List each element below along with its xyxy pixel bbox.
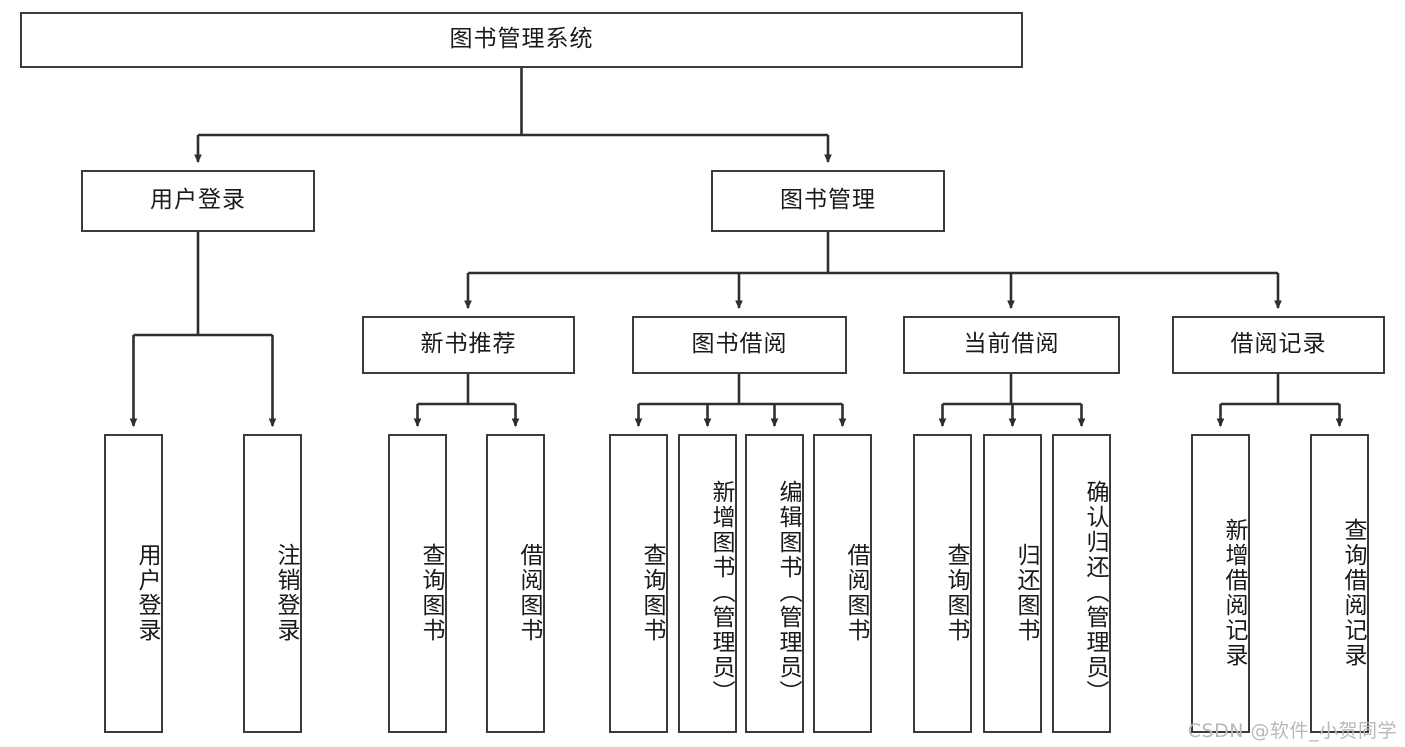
node-leaf-confirm-return-admin-label: 确认归还（管理员） [1082,480,1108,705]
node-leaf-logout-login[interactable]: 注销登录 [243,434,302,733]
node-root-label: 图书管理系统 [449,26,594,53]
node-leaf-query-borrow-record-label: 查询借阅记录 [1340,517,1366,668]
node-current-borrow-label: 当前借阅 [963,331,1060,358]
node-leaf-return-book[interactable]: 归还图书 [983,434,1042,733]
node-leaf-query-book-rec[interactable]: 查询图书 [388,434,447,733]
node-leaf-borrow-book-rec[interactable]: 借阅图书 [486,434,545,733]
node-leaf-borrow-book-borrow[interactable]: 借阅图书 [813,434,872,733]
node-book-management-label: 图书管理 [780,187,876,214]
node-leaf-query-book-current-label: 查询图书 [943,542,969,643]
node-leaf-query-book-borrow-label: 查询图书 [639,542,665,643]
node-leaf-edit-book-admin[interactable]: 编辑图书（管理员） [745,434,804,733]
node-book-borrow-label: 图书借阅 [691,331,788,358]
node-borrow-record-label: 借阅记录 [1230,331,1327,358]
node-leaf-add-borrow-record[interactable]: 新增借阅记录 [1191,434,1250,733]
node-leaf-borrow-book-borrow-label: 借阅图书 [843,542,869,643]
node-borrow-record[interactable]: 借阅记录 [1172,316,1385,374]
node-leaf-query-borrow-record[interactable]: 查询借阅记录 [1310,434,1369,733]
node-new-book-recommend[interactable]: 新书推荐 [362,316,575,374]
node-leaf-add-book-admin[interactable]: 新增图书（管理员） [678,434,737,733]
node-leaf-add-borrow-record-label: 新增借阅记录 [1221,517,1247,668]
node-new-book-recommend-label: 新书推荐 [420,331,517,358]
node-root[interactable]: 图书管理系统 [20,12,1023,68]
node-leaf-query-book-borrow[interactable]: 查询图书 [609,434,668,733]
node-leaf-query-book-rec-label: 查询图书 [418,542,444,643]
node-leaf-return-book-label: 归还图书 [1013,542,1039,643]
node-leaf-user-login-label: 用户登录 [134,542,160,643]
csdn-watermark: CSDN @软件_小贺同学 [1187,720,1397,742]
node-user-login-label: 用户登录 [150,187,246,214]
node-user-login[interactable]: 用户登录 [81,170,315,232]
node-leaf-confirm-return-admin[interactable]: 确认归还（管理员） [1052,434,1111,733]
node-book-management[interactable]: 图书管理 [711,170,945,232]
node-leaf-edit-book-admin-label: 编辑图书（管理员） [775,480,801,705]
node-book-borrow[interactable]: 图书借阅 [632,316,847,374]
node-leaf-add-book-admin-label: 新增图书（管理员） [708,480,734,705]
node-leaf-query-book-current[interactable]: 查询图书 [913,434,972,733]
node-leaf-borrow-book-rec-label: 借阅图书 [516,542,542,643]
node-leaf-logout-login-label: 注销登录 [273,542,299,643]
node-current-borrow[interactable]: 当前借阅 [903,316,1120,374]
node-leaf-user-login[interactable]: 用户登录 [104,434,163,733]
